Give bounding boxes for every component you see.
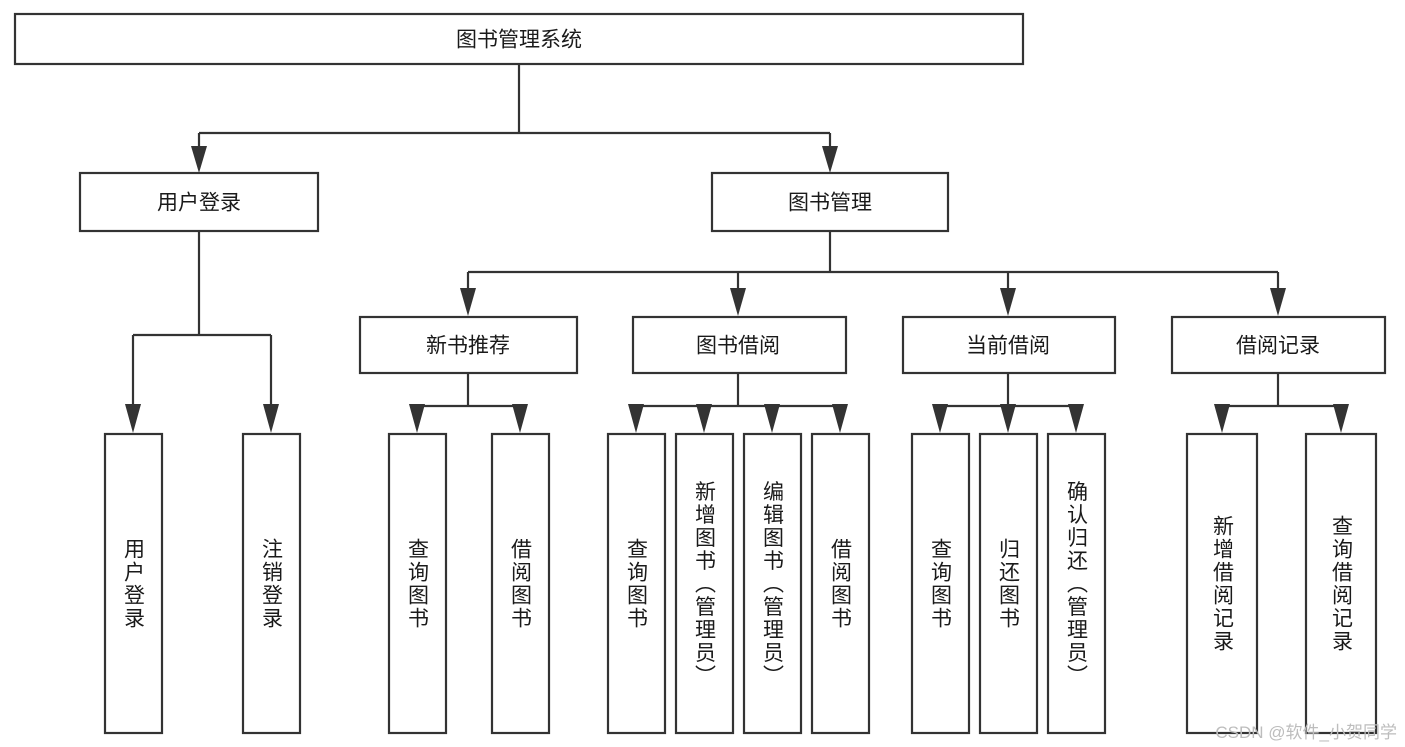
node-borrow-record[interactable]: 借阅记录 (1170, 315, 1387, 375)
arrow-bm-to-borrow-record (1270, 288, 1286, 316)
arrow-br-to-query-record (1333, 404, 1349, 433)
node-leaf-query-record[interactable]: 查询借阅记录 (1304, 432, 1378, 735)
node-leaf-query-book-2-label: 查询图书 (625, 538, 649, 630)
node-book-management-label: 图书管理 (788, 192, 872, 215)
node-current-borrow-label: 当前借阅 (966, 335, 1050, 358)
node-leaf-logout-label: 注销登录 (260, 538, 284, 630)
node-borrow-record-box[interactable] (1170, 315, 1387, 375)
node-leaf-edit-book-box[interactable] (742, 432, 803, 735)
arrow-bb-to-borrow-book (832, 404, 848, 433)
node-leaf-query-book-1-box[interactable] (387, 432, 448, 735)
arrow-ul-to-leaf-logout (263, 404, 279, 433)
node-leaf-user-login-box[interactable] (103, 432, 164, 735)
node-user-login-box[interactable] (78, 171, 320, 233)
arrow-root-to-user-login (191, 146, 207, 173)
node-leaf-confirm-return-box[interactable] (1046, 432, 1107, 735)
node-book-borrow-label: 图书借阅 (696, 335, 780, 358)
arrow-bb-to-add-book (696, 404, 712, 433)
node-leaf-return-book[interactable]: 归还图书 (978, 432, 1039, 735)
node-borrow-record-label: 借阅记录 (1236, 335, 1320, 358)
arrow-bm-to-new-book (460, 288, 476, 316)
node-leaf-query-book-1-label: 查询图书 (406, 538, 430, 630)
node-leaf-query-book-3[interactable]: 查询图书 (910, 432, 971, 735)
arrow-bm-to-book-borrow (730, 288, 746, 316)
node-user-login-label: 用户登录 (157, 192, 241, 215)
node-new-book-recommend[interactable]: 新书推荐 (358, 315, 579, 375)
arrow-cb-to-return-book (1000, 404, 1016, 433)
node-new-book-recommend-box[interactable] (358, 315, 579, 375)
arrow-nbr-to-borrow-book (512, 404, 528, 433)
node-leaf-borrow-book-1-box[interactable] (490, 432, 551, 735)
node-book-borrow-box[interactable] (631, 315, 848, 375)
node-leaf-user-login[interactable]: 用户登录 (103, 432, 164, 735)
node-leaf-add-record-label: 新增借阅记录 (1211, 515, 1235, 653)
node-leaf-return-book-box[interactable] (978, 432, 1039, 735)
node-leaf-query-book-3-box[interactable] (910, 432, 971, 735)
arrow-cb-to-confirm-return (1068, 404, 1084, 433)
arrow-ul-to-leaf-user-login (125, 404, 141, 433)
node-leaf-edit-book-label: 编辑图书（管理员） (761, 481, 785, 688)
node-book-management-box[interactable] (710, 171, 950, 233)
node-leaf-query-book-2-box[interactable] (606, 432, 667, 735)
arrow-bb-to-query-book (628, 404, 644, 433)
connector-layer (125, 64, 1349, 433)
node-leaf-return-book-label: 归还图书 (997, 538, 1021, 630)
arrow-root-to-book-management (822, 146, 838, 173)
node-leaf-add-book-box[interactable] (674, 432, 735, 735)
node-leaf-borrow-book-1-label: 借阅图书 (509, 538, 533, 630)
node-leaf-borrow-book-2-label: 借阅图书 (829, 538, 853, 630)
node-book-borrow[interactable]: 图书借阅 (631, 315, 848, 375)
node-root[interactable]: 图书管理系统 (13, 12, 1025, 66)
node-leaf-add-book-label: 新增图书（管理员） (693, 481, 717, 688)
arrow-cb-to-query-book (932, 404, 948, 433)
node-leaf-confirm-return[interactable]: 确认归还（管理员） (1046, 432, 1107, 735)
arrow-br-to-add-record (1214, 404, 1230, 433)
node-leaf-borrow-book-2[interactable]: 借阅图书 (810, 432, 871, 735)
node-new-book-recommend-label: 新书推荐 (426, 335, 510, 358)
arrow-bb-to-edit-book (764, 404, 780, 433)
node-leaf-add-record[interactable]: 新增借阅记录 (1185, 432, 1259, 735)
node-leaf-borrow-book-1[interactable]: 借阅图书 (490, 432, 551, 735)
arrow-bm-to-current-borrow (1000, 288, 1016, 316)
node-leaf-logout-box[interactable] (241, 432, 302, 735)
node-current-borrow-box[interactable] (901, 315, 1117, 375)
node-current-borrow[interactable]: 当前借阅 (901, 315, 1117, 375)
node-leaf-query-book-3-label: 查询图书 (929, 538, 953, 630)
node-leaf-logout[interactable]: 注销登录 (241, 432, 302, 735)
node-root-label: 图书管理系统 (456, 29, 582, 52)
node-leaf-add-book[interactable]: 新增图书（管理员） (674, 432, 735, 735)
node-leaf-user-login-label: 用户登录 (122, 538, 146, 630)
node-leaf-query-book-2[interactable]: 查询图书 (606, 432, 667, 735)
node-leaf-borrow-book-2-box[interactable] (810, 432, 871, 735)
node-leaf-query-record-box[interactable] (1304, 432, 1378, 735)
node-leaf-query-book-1[interactable]: 查询图书 (387, 432, 448, 735)
node-leaf-query-record-label: 查询借阅记录 (1330, 515, 1354, 653)
node-root-box[interactable] (13, 12, 1025, 66)
node-leaf-edit-book[interactable]: 编辑图书（管理员） (742, 432, 803, 735)
node-book-management[interactable]: 图书管理 (710, 171, 950, 233)
csdn-watermark: CSDN @软件_小贺同学 (1215, 723, 1397, 742)
node-leaf-add-record-box[interactable] (1185, 432, 1259, 735)
node-user-login[interactable]: 用户登录 (78, 171, 320, 233)
node-leaf-confirm-return-label: 确认归还（管理员） (1065, 481, 1089, 688)
arrow-nbr-to-query-book (409, 404, 425, 433)
